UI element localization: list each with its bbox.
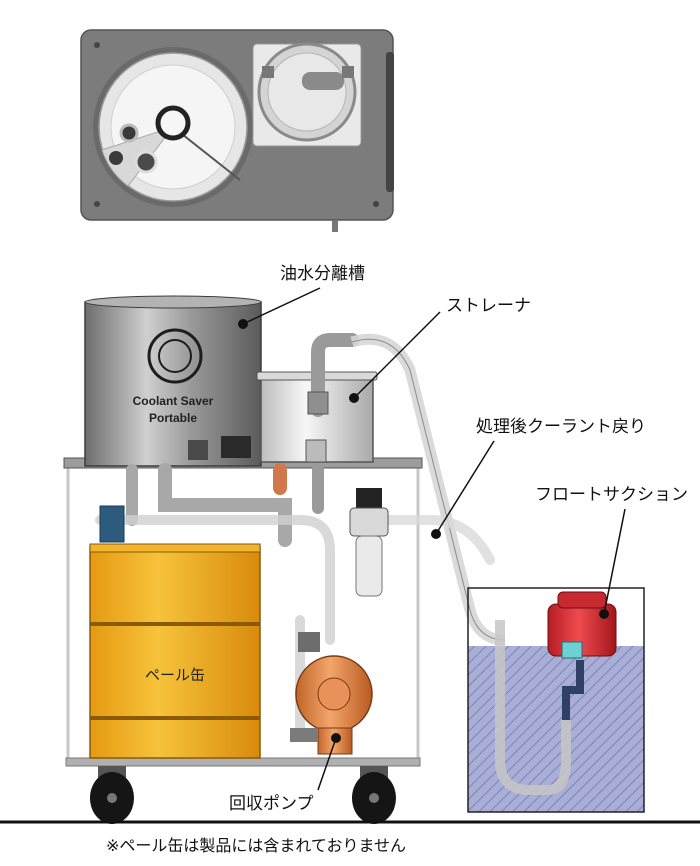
callout-strainer: ストレーナ (349, 296, 531, 403)
recovery-pump (290, 632, 373, 755)
label-strainer: ストレーナ (446, 296, 531, 316)
top-view (80, 29, 394, 232)
caster-wheel-left (90, 766, 134, 824)
tank-brand-line1: Coolant Saver (133, 394, 214, 408)
strainer-inlet-pipe (311, 333, 359, 417)
float-suction-unit (547, 591, 617, 659)
callout-separator-tank: 油水分離槽 (238, 264, 365, 329)
coolant-tank (467, 587, 645, 813)
tank-brand-line2: Portable (149, 411, 197, 425)
label-float-suction: フロートサクション (535, 485, 688, 505)
callout-float-suction: フロートサクション (535, 485, 688, 619)
callout-recovery-pump: 回収ポンプ (229, 733, 341, 814)
filter-regulator (349, 488, 389, 597)
label-recovery-pump: 回収ポンプ (229, 794, 314, 814)
footnote: ※ペール缶は製品には含まれておりません (106, 836, 406, 855)
pail-can: ペール缶 (89, 543, 261, 759)
caster-wheel-right (352, 766, 396, 824)
label-separator-tank: 油水分離槽 (280, 264, 365, 284)
cart-bottom-plate (65, 757, 421, 767)
label-return-coolant: 処理後クーラント戻り (476, 417, 646, 437)
top-view-outlet-port (155, 105, 191, 141)
callout-return-coolant: 処理後クーラント戻り (431, 417, 646, 539)
tank-emblem-icon (147, 328, 203, 384)
pail-can-label: ペール缶 (145, 666, 205, 684)
separator-tank: Coolant Saver Portable (84, 295, 262, 467)
